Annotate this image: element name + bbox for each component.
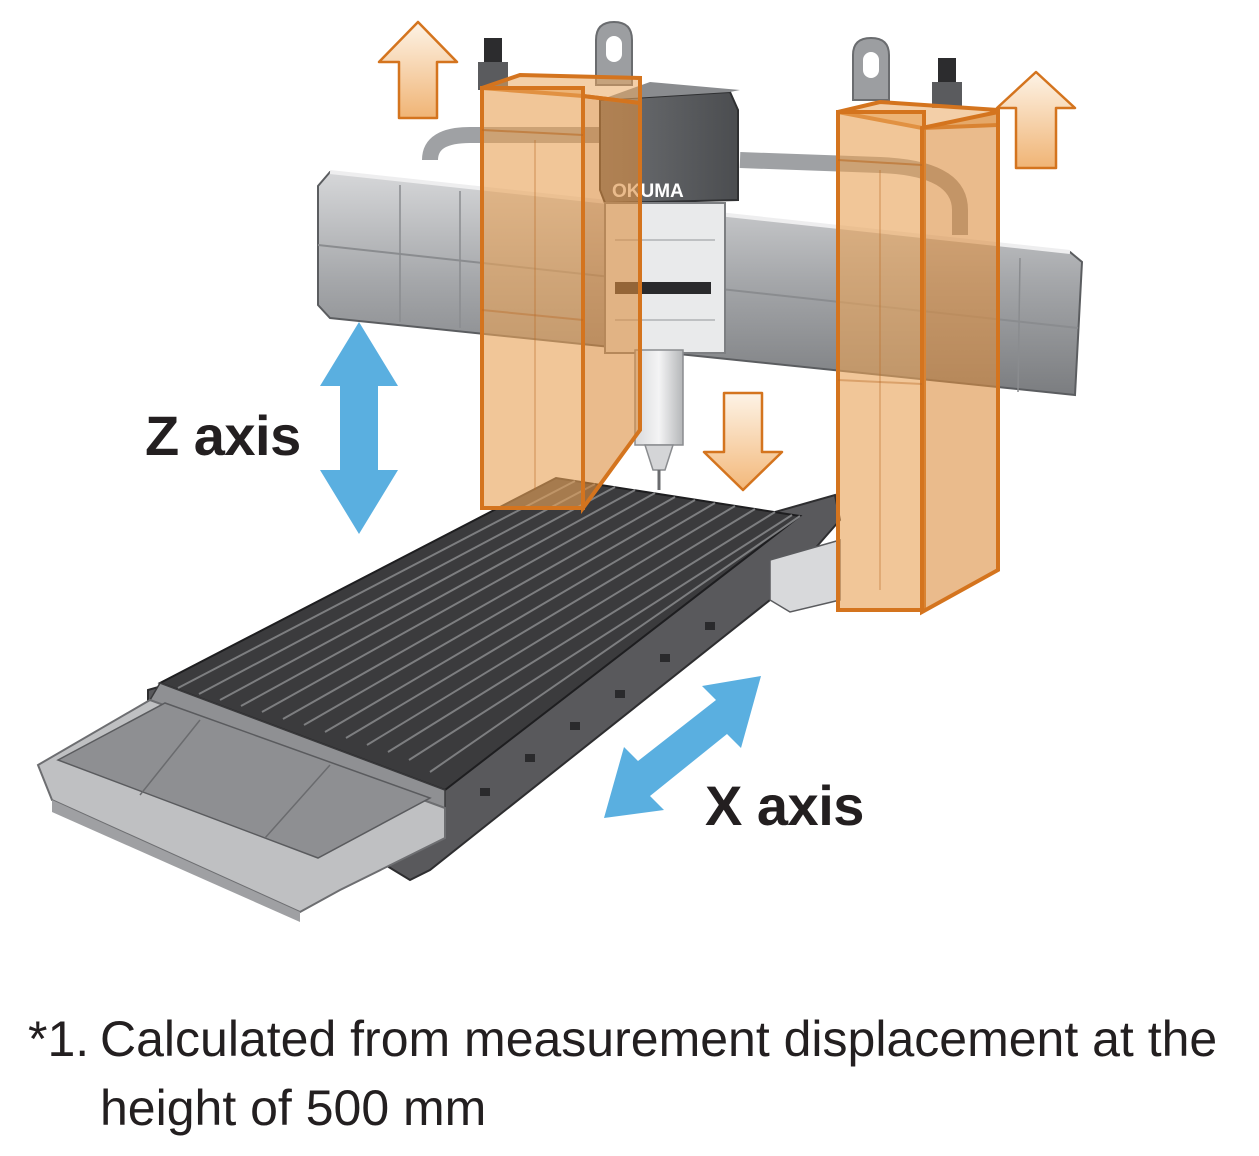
z-axis-label: Z axis bbox=[145, 404, 301, 467]
z-axis-arrow bbox=[320, 322, 398, 534]
right-column-highlight bbox=[836, 99, 1000, 616]
work-table bbox=[36, 476, 842, 922]
footnote-marker: *1. bbox=[28, 1011, 90, 1067]
thermal-down-arrow bbox=[702, 391, 784, 492]
left-column-highlight bbox=[480, 72, 642, 515]
machine-illustration: OKUMA bbox=[36, 20, 1084, 922]
thermal-up-arrow-left bbox=[377, 20, 459, 120]
footnote-text: Calculated from measurement displacement… bbox=[100, 1011, 1218, 1136]
x-axis-label: X axis bbox=[705, 774, 864, 837]
lifting-hooks bbox=[478, 20, 962, 108]
x-axis-arrow bbox=[604, 676, 761, 818]
thermal-up-arrow-right bbox=[995, 70, 1077, 170]
